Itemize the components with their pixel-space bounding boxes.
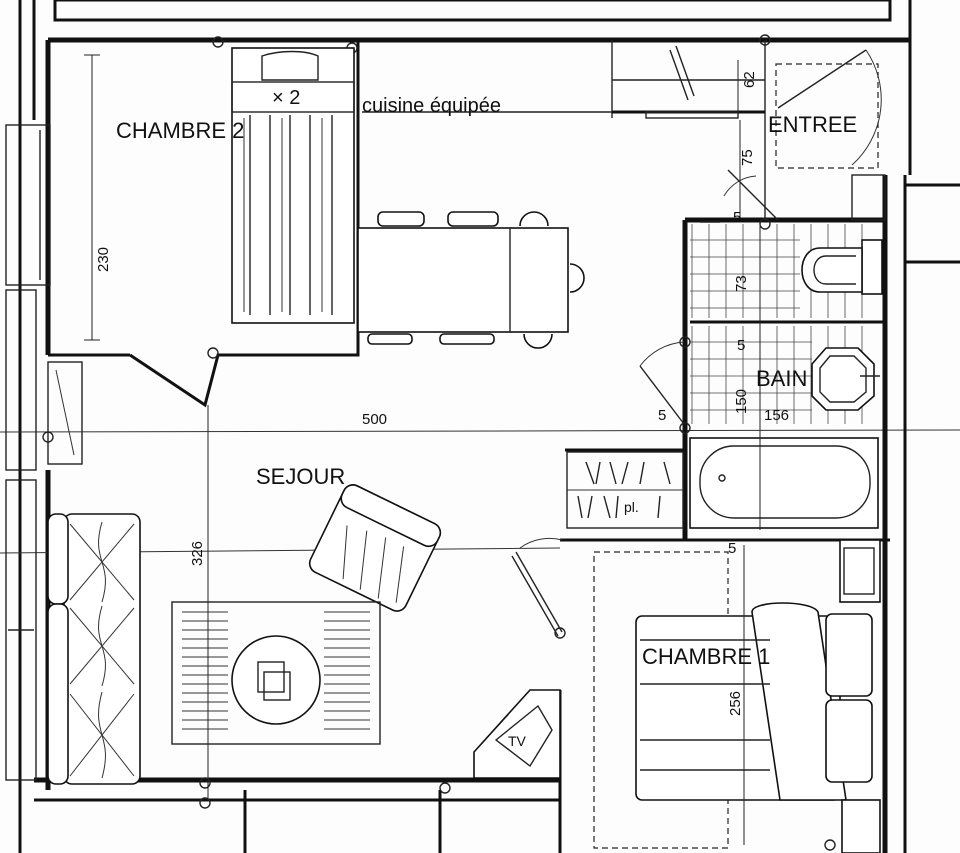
closet-hangers xyxy=(577,461,671,519)
dimension-labels: 230 500 326 62 75 73 150 156 256 5 5 5 5 xyxy=(95,71,789,716)
toilet xyxy=(801,239,883,295)
dim-entree-passage: 75 xyxy=(739,149,756,166)
dim-chambre2-depth: 230 xyxy=(95,247,112,272)
dim-entree-closet: 62 xyxy=(741,71,758,88)
label-sejour: SEJOUR xyxy=(256,464,345,489)
label-entree: ENTREE xyxy=(768,112,857,137)
label-cuisine: cuisine équipée xyxy=(362,95,501,117)
chambre2-bunk-bed xyxy=(231,47,355,324)
dim-mark-b: 5 xyxy=(737,337,745,354)
label-chambre-1: CHAMBRE 1 xyxy=(642,644,770,669)
bathtub xyxy=(689,437,879,529)
label-placard: pl. xyxy=(624,499,639,515)
bathroom-door xyxy=(639,341,685,425)
tv-cabinet xyxy=(473,689,561,779)
dim-bain-depth: 150 xyxy=(733,389,750,414)
dimension-lines xyxy=(84,54,761,845)
dim-bain-width: 156 xyxy=(764,407,789,424)
chambre1-bed xyxy=(593,539,881,853)
label-bain: BAIN xyxy=(756,366,807,391)
sofa xyxy=(47,513,141,785)
dim-mark-c: 5 xyxy=(658,407,666,424)
dim-sejour-depth: 326 xyxy=(189,541,206,566)
windows-left xyxy=(5,124,83,781)
armchair xyxy=(308,484,442,612)
dim-chambre1-depth: 256 xyxy=(727,691,744,716)
label-bunk-count: × 2 xyxy=(272,87,300,109)
label-chambre-2: CHAMBRE 2 xyxy=(116,118,244,143)
kitchen-counter xyxy=(362,45,739,119)
dim-mark-d: 5 xyxy=(728,540,736,557)
dim-sejour-width: 500 xyxy=(362,411,387,428)
entrance-door xyxy=(700,49,882,223)
room-labels: CHAMBRE 2 × 2 cuisine équipée ENTREE BAI… xyxy=(116,87,857,749)
dim-mark-a: 5 xyxy=(733,209,741,226)
dining-table xyxy=(357,211,585,349)
rug-coffee-table xyxy=(171,601,381,745)
label-tv: TV xyxy=(508,733,527,749)
bathroom-sink xyxy=(811,347,880,411)
doors-sejour xyxy=(511,537,563,637)
dim-wc-depth: 73 xyxy=(733,275,750,292)
